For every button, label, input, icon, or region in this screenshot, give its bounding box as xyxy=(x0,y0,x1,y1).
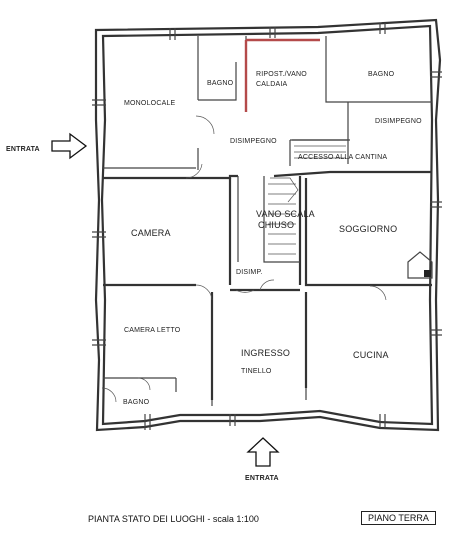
label-monolocale: MONOLOCALE xyxy=(124,100,176,107)
red-partitions xyxy=(244,38,320,112)
interior-walls xyxy=(103,36,432,406)
window-ticks xyxy=(92,23,442,430)
label-camera: CAMERA xyxy=(131,228,171,238)
label-cucina: CUCINA xyxy=(353,350,389,360)
label-soggiorno: SOGGIORNO xyxy=(339,224,397,234)
label-disimp: DISIMP. xyxy=(236,269,263,276)
door-swings xyxy=(101,115,387,403)
left-entrance-arrow xyxy=(51,132,88,160)
label-accesso-cantina: ACCESSO ALLA CANTINA xyxy=(298,154,387,161)
label-entrata-bottom: ENTRATA xyxy=(245,475,279,482)
label-chiuso: CHIUSO xyxy=(258,220,294,230)
label-ingresso: INGRESSO xyxy=(241,348,290,358)
label-bagno-bottom: BAGNO xyxy=(123,399,150,406)
bottom-entrance-arrow xyxy=(246,437,280,467)
label-caldaia: CALDAIA xyxy=(256,81,287,88)
label-disimpegno-right: DISIMPEGNO xyxy=(375,118,422,125)
label-bagno-top-right: BAGNO xyxy=(368,71,395,78)
outer-walls xyxy=(94,18,442,432)
floor-label-box: PIANO TERRA xyxy=(361,511,436,525)
label-ripost: RIPOST./VANO xyxy=(256,71,307,78)
label-camera-letto: CAMERA LETTO xyxy=(124,327,181,334)
label-vano-scala: VANO SCALA xyxy=(256,209,315,219)
label-bagno-top-left: BAGNO xyxy=(207,80,234,87)
label-entrata-left: ENTRATA xyxy=(6,146,40,153)
label-tinello: TINELLO xyxy=(241,368,272,375)
plan-caption: PIANTA STATO DEI LUOGHI - scala 1:100 xyxy=(88,514,259,524)
label-disimpegno-center: DISIMPEGNO xyxy=(230,138,277,145)
staircase xyxy=(263,139,349,263)
fireplace xyxy=(407,251,433,279)
